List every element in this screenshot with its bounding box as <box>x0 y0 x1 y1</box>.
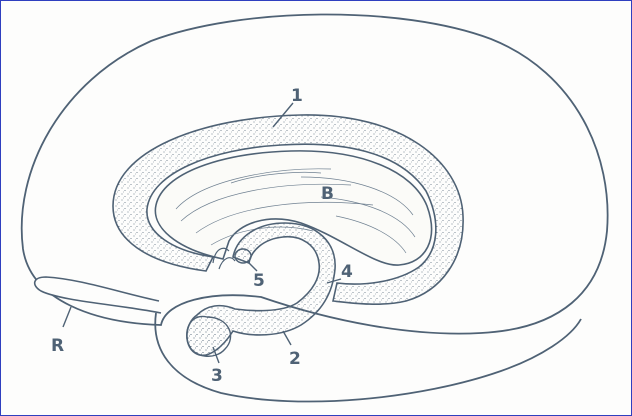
label-2: 2 <box>289 349 301 369</box>
structure-3-lump <box>187 316 231 356</box>
label-5: 5 <box>253 271 265 291</box>
label-4: 4 <box>341 262 353 282</box>
structure-5-nodule <box>235 249 251 263</box>
label-r: R <box>51 336 64 356</box>
leader-r <box>63 307 71 327</box>
label-b: B <box>321 184 334 204</box>
leader-2 <box>283 331 291 345</box>
label-1: 1 <box>291 86 303 106</box>
label-3: 3 <box>211 366 223 386</box>
